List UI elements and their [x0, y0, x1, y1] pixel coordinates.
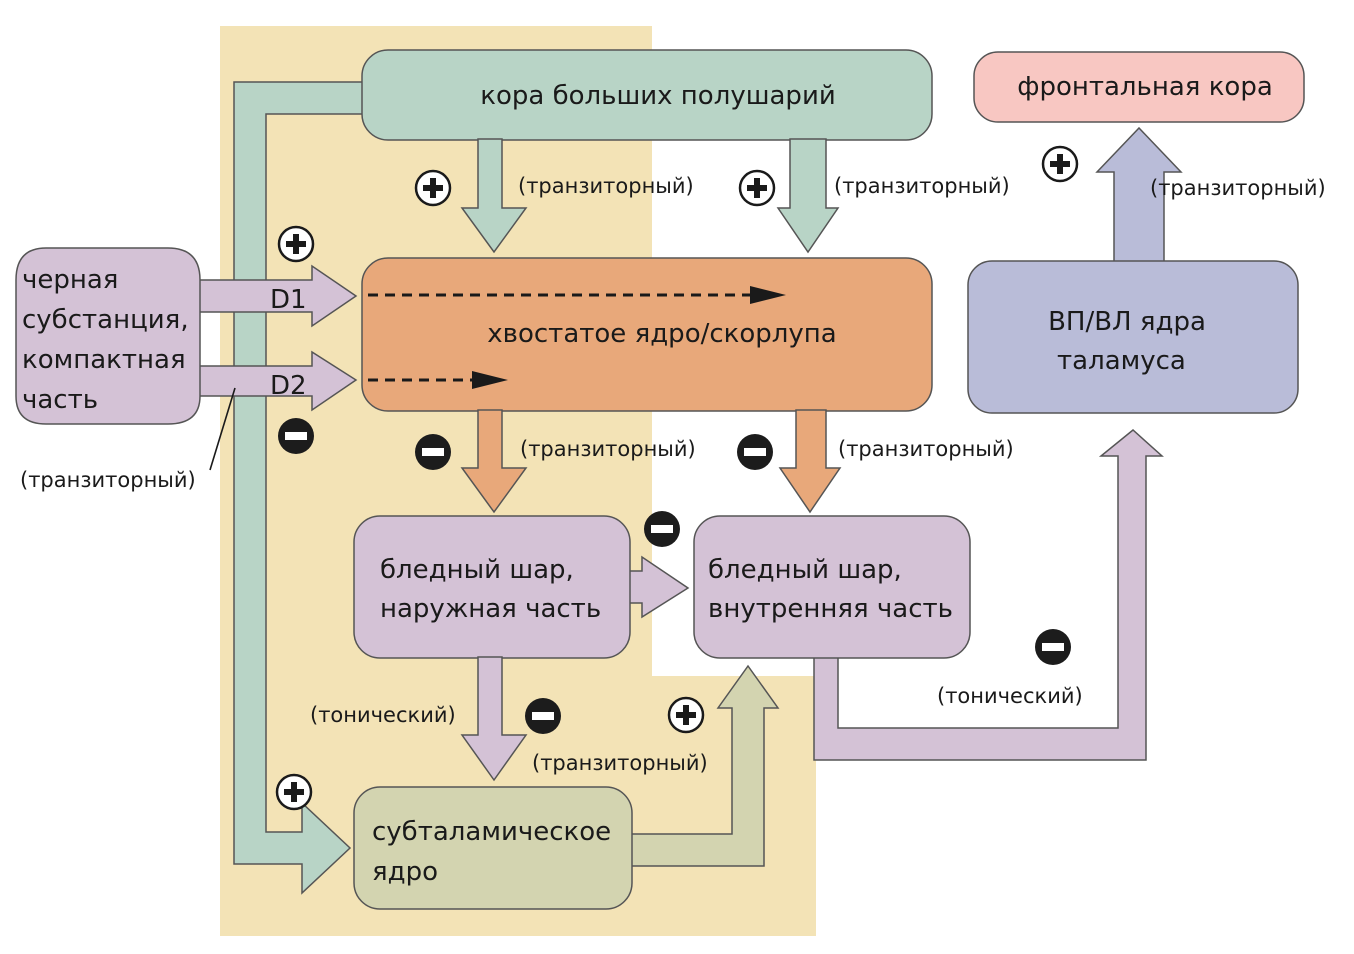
label-d1: D1 [270, 285, 307, 315]
plus-icon [667, 696, 705, 734]
arrow-sn-to-striatum-d2 [189, 350, 358, 412]
minus-icon [278, 418, 314, 454]
minus-icon [737, 434, 773, 470]
label-transient-cortex-1: (транзиторный) [518, 174, 694, 198]
label-tonic-gpi-thalamus: (тонический) [937, 684, 1083, 708]
node-thalamus [967, 260, 1299, 414]
pointer-line [209, 387, 236, 471]
node-stn [353, 786, 633, 910]
label-stn-line2: ядро [372, 857, 438, 887]
label-thalamus-line1: ВП/ВЛ ядра [1048, 307, 1206, 337]
node-frontal-cortex [973, 51, 1305, 123]
label-sn-line1: черная [22, 265, 118, 295]
plus-icon [414, 169, 452, 207]
label-sn-line2: субстанция, [22, 305, 189, 335]
dashed-arrowhead-d1 [750, 286, 786, 304]
node-gpe [353, 515, 631, 659]
label-gpe-line2: наружная часть [380, 594, 601, 624]
label-transient-striatum-gpi: (транзиторный) [838, 437, 1014, 461]
label-thalamus-line2: таламуса [1057, 346, 1186, 376]
arrow-thalamus-to-frontal [1095, 126, 1183, 263]
arrow-stn-to-gpi [629, 664, 780, 867]
plus-icon [1041, 145, 1079, 183]
node-gpi [693, 515, 971, 659]
label-tonic-gpe-stn: (тонический) [310, 703, 456, 727]
plus-icon [277, 225, 315, 263]
minus-icon [1035, 629, 1071, 665]
label-gpi-line2: внутренняя часть [708, 594, 953, 624]
basal-ganglia-region [220, 26, 816, 936]
arrow-striatum-to-gpe [460, 409, 528, 514]
label-frontal-cortex: фронтальная кора [1017, 72, 1273, 102]
arrow-cortex-to-striatum-2 [776, 138, 840, 254]
label-d2: D2 [270, 371, 307, 401]
label-gpi-line1: бледный шар, [708, 555, 902, 585]
arrow-cortex-to-striatum-1 [460, 138, 528, 254]
label-sn-line4: часть [22, 385, 98, 415]
arrow-cortex-to-stn [233, 81, 381, 895]
label-transient-cortex-2: (транзиторный) [834, 174, 1010, 198]
node-cortex [361, 49, 933, 141]
dashed-arrowhead-d2 [472, 371, 508, 389]
minus-icon [415, 434, 451, 470]
plus-icon [275, 773, 313, 811]
arrow-gpi-to-thalamus [813, 429, 1164, 761]
label-gpe-line1: бледный шар, [380, 555, 574, 585]
label-stn-line1: субталамическое [372, 817, 611, 847]
plus-icon [738, 169, 776, 207]
label-cortex: кора больших полушарий [480, 81, 835, 111]
label-transient-sn: (транзиторный) [20, 468, 196, 492]
label-transient-stn-gpi: (транзиторный) [532, 751, 708, 775]
label-sn-line3: компактная [22, 345, 186, 375]
node-substantia-nigra [15, 247, 201, 425]
arrow-sn-to-striatum-d1 [189, 264, 358, 328]
minus-icon [525, 698, 561, 734]
label-transient-thalamus: (транзиторный) [1150, 176, 1326, 200]
arrow-gpe-to-stn [460, 656, 528, 782]
label-striatum: хвостатое ядро/скорлупа [487, 319, 836, 349]
arrow-striatum-to-gpi [778, 409, 842, 514]
minus-icon [644, 511, 680, 547]
label-transient-striatum-gpe: (транзиторный) [520, 437, 696, 461]
